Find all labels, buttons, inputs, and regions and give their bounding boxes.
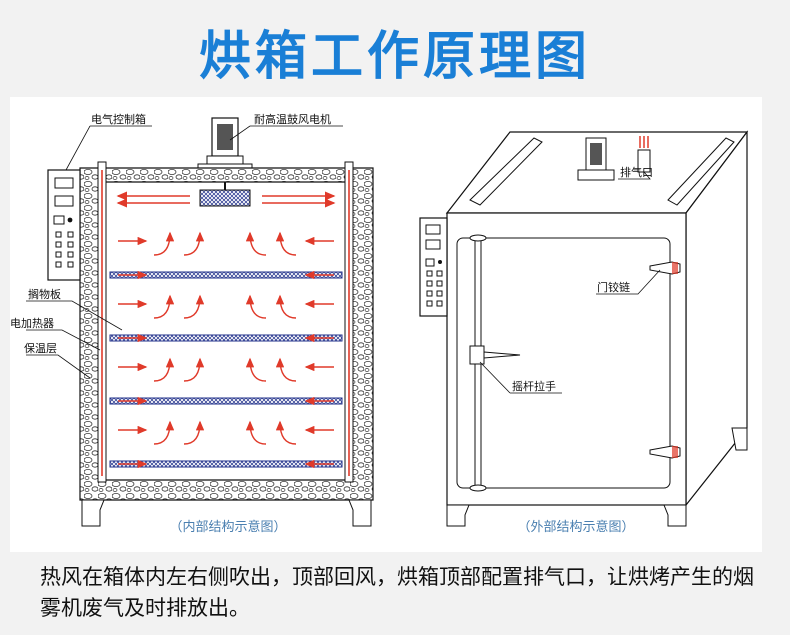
internal-structure — [26, 117, 374, 527]
top-rail-left — [469, 137, 543, 206]
control-button — [55, 231, 62, 238]
control-button — [426, 280, 433, 287]
control-button — [67, 231, 74, 238]
handle-icon — [469, 234, 521, 492]
airflow-arrow — [153, 357, 175, 382]
airflow-arrow — [275, 357, 297, 382]
control-button — [426, 270, 433, 277]
airflow-arrow — [153, 231, 175, 256]
heater-rods — [97, 161, 354, 483]
airflow-arrow — [183, 231, 205, 256]
airflow-arrow — [275, 420, 297, 445]
airflow-arrow — [245, 294, 267, 319]
leg-front-right — [663, 504, 687, 527]
label-shelf: 搁物板 — [28, 287, 61, 301]
label-handle: 摇杆拉手 — [512, 379, 556, 393]
page-title: 烘箱工作原理图 — [198, 27, 591, 87]
control-button — [55, 241, 62, 248]
door — [456, 237, 671, 489]
label-hinge: 门铰链 — [597, 280, 630, 294]
airflow-arrow — [245, 357, 267, 382]
control-button — [426, 290, 433, 297]
control-button — [67, 261, 74, 268]
airflow-arrow — [183, 420, 205, 445]
control-box — [47, 169, 81, 281]
external-structure — [419, 130, 749, 527]
airflow-arrow — [275, 231, 297, 256]
label-control-box: 电气控制箱 — [91, 112, 146, 126]
caption-internal: （内部结构示意图） — [169, 519, 286, 535]
control-button — [436, 300, 443, 307]
control-button — [426, 300, 433, 307]
control-button — [436, 280, 443, 287]
insulation-layer — [79, 167, 374, 501]
airflow-arrow — [183, 294, 205, 319]
caption-external: （外部结构示意图） — [517, 519, 634, 535]
airflow-arrow — [275, 294, 297, 319]
ext-control-box — [419, 217, 448, 317]
airflow-arrow — [245, 420, 267, 445]
label-motor: 耐高温鼓风电机 — [254, 112, 331, 126]
control-button — [55, 251, 62, 258]
leg-front-left — [446, 504, 470, 527]
control-button — [55, 261, 62, 268]
airflow-arrows — [116, 191, 336, 208]
hinge-icon — [649, 261, 681, 459]
leg-back-right — [731, 427, 748, 451]
leg-right — [348, 499, 372, 527]
control-button — [436, 290, 443, 297]
top-motor-icon — [577, 137, 615, 181]
control-button — [67, 241, 74, 248]
label-insulation: 保温层 — [24, 341, 57, 355]
control-button — [436, 270, 443, 277]
description: 热风在箱体内左右侧吹出，顶部回风，烘箱顶部配置排气口，让烘烤产生的烟雾机废气及时… — [40, 565, 754, 620]
airflow-arrow — [153, 420, 175, 445]
label-heater: 电加热器 — [10, 317, 54, 330]
airflow-arrow — [153, 294, 175, 319]
top-rail-right — [667, 137, 735, 206]
exhaust-icon — [637, 136, 651, 173]
fan-icon — [199, 189, 251, 207]
leg-left — [81, 499, 105, 527]
airflow-arrow — [183, 357, 205, 382]
shelves — [109, 271, 343, 468]
airflow-arrow — [245, 231, 267, 256]
label-exhaust: 排气口 — [620, 165, 653, 179]
control-button — [67, 251, 74, 258]
